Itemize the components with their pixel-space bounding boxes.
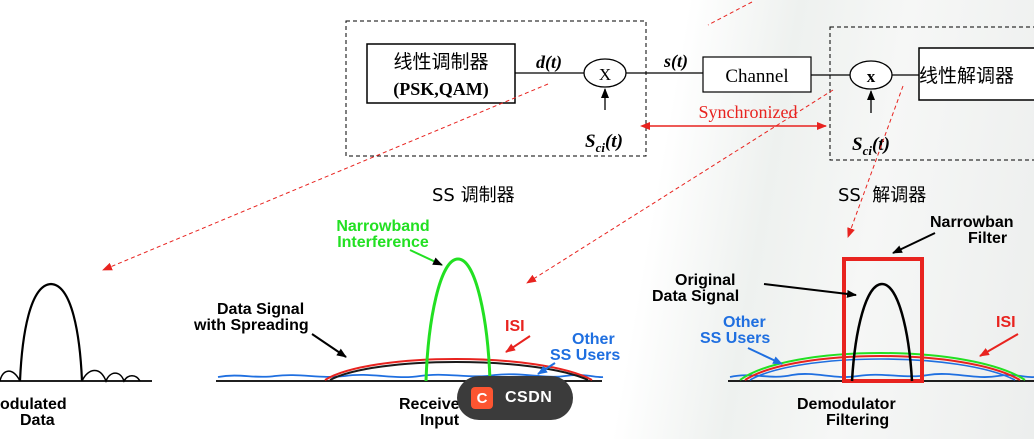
- right-caption-2: Filtering: [826, 412, 889, 429]
- modulator-sublabel: (PSK,QAM): [393, 79, 488, 100]
- left-caption-1: odulated: [0, 396, 67, 413]
- mid-nb-arrow: [409, 249, 443, 266]
- mid-ds-label-2: with Spreading: [193, 317, 309, 334]
- right-blue-curve: [749, 358, 1016, 381]
- right-orig-arrow: [763, 283, 857, 298]
- right-orig-label-1: Original: [675, 272, 735, 289]
- s-signal-label: s(t): [663, 51, 688, 72]
- ss-modulator-caption: SS 调制器: [432, 185, 515, 206]
- mid-isi-label: ISI: [505, 318, 525, 335]
- right-other-label-2: SS Users: [700, 330, 770, 347]
- left-main-lobe: [18, 282, 84, 382]
- left-sidelobe-1: [0, 370, 21, 382]
- narrowband-filter-rect: [842, 257, 924, 383]
- right-other-users-wave: [729, 373, 1034, 379]
- linear-demodulator-block: [918, 47, 1034, 101]
- right-isi-curve: [744, 355, 1021, 381]
- mid-nb-label-2: Interference: [337, 234, 429, 251]
- mid-narrowband-interference: [424, 257, 492, 382]
- right-filter-arrow: [892, 232, 936, 254]
- right-caption-1: Demodulator: [797, 396, 896, 413]
- mid-isi-curve: [324, 358, 593, 381]
- mid-caption-2: Input: [420, 412, 460, 429]
- mid-other-arrow: [537, 362, 556, 375]
- sync-label: Synchronized: [699, 102, 798, 122]
- right-other-arrow: [747, 347, 783, 365]
- left-sidelobes-right: [81, 369, 141, 384]
- mid-caption-1: Receive: [399, 396, 460, 413]
- demodulator-label: 线性解调器: [919, 65, 1014, 87]
- pointer-line-top: [707, 1, 753, 26]
- right-isi-arrow: [979, 333, 1019, 357]
- mid-other-label-2: SS Users: [550, 347, 620, 364]
- right-isi-label: ISI: [996, 314, 1016, 331]
- csdn-watermark-text: CSDN: [505, 389, 553, 406]
- ss-demodulator-box: [829, 26, 1034, 161]
- right-filter-label-2: Filter: [968, 230, 1007, 247]
- mid-isi-arrow: [505, 335, 531, 353]
- mid-ds-arrow: [311, 333, 347, 358]
- right-original-signal: [850, 282, 914, 382]
- pointer-line-demod: [847, 85, 904, 238]
- pointer-line-channel: [526, 89, 834, 284]
- right-orig-label-2: Data Signal: [652, 288, 739, 305]
- mid-spread-signal: [329, 361, 589, 381]
- tx-code-label: Sci(t): [585, 131, 623, 155]
- ss-demodulator-caption: SS 解调器: [838, 185, 926, 206]
- left-caption-2: Data: [20, 412, 55, 429]
- modulator-label: 线性调制器: [393, 51, 488, 73]
- pointer-line-mod: [102, 83, 549, 271]
- d-signal-label: d(t): [536, 52, 562, 73]
- channel-block: [702, 56, 812, 93]
- right-filter-label-1: Narrowban: [930, 214, 1014, 231]
- rx-code-label: Sci(t): [852, 134, 890, 158]
- mid-ds-label-1: Data Signal: [217, 301, 304, 318]
- ss-modulator-box: [345, 20, 647, 157]
- right-green-curve: [739, 352, 1026, 381]
- tx-mixer-symbol: X: [599, 65, 611, 84]
- channel-label: Channel: [725, 66, 788, 87]
- mid-other-users-wave: [217, 373, 604, 379]
- csdn-watermark: C CSDN: [457, 376, 573, 420]
- csdn-logo-icon: C: [471, 387, 493, 409]
- mid-nb-label-1: Narrowband: [336, 218, 429, 235]
- mid-other-label-1: Other: [572, 331, 615, 348]
- right-other-label-1: Other: [723, 314, 766, 331]
- rx-mixer-symbol: x: [867, 67, 876, 86]
